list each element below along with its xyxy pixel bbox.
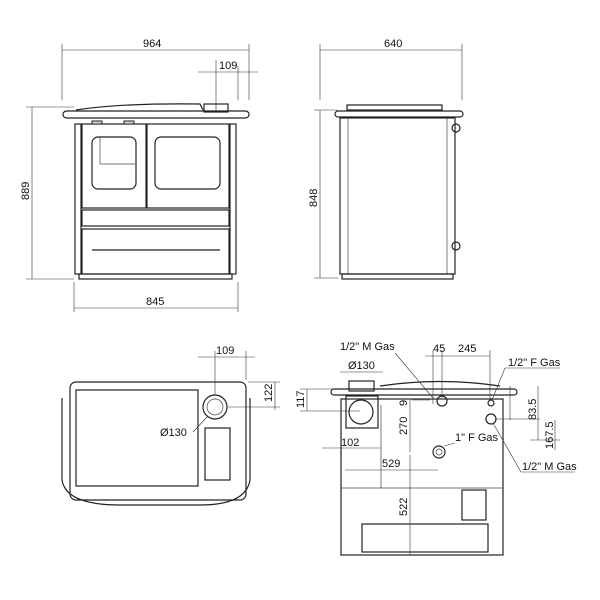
side-view: 640 848 [308, 38, 464, 280]
dim-270: 270 [398, 417, 410, 435]
dim-height-total: 889 [20, 182, 32, 200]
dim-9: 9 [398, 400, 410, 406]
front-view: 964 109 889 845 [20, 38, 258, 312]
dim-117: 117 [295, 390, 307, 408]
dim-45: 45 [433, 343, 445, 355]
dim-167-5: 167.5 [544, 421, 556, 449]
rear-view: 1/2" M Gas 45 245 1/2" F Gas Ø130 117 9 … [295, 341, 577, 556]
dim-245: 245 [458, 343, 476, 355]
dim-depth: 640 [384, 38, 402, 50]
label-gas-f-right: 1/2" F Gas [508, 357, 561, 369]
dim-529: 529 [382, 458, 400, 470]
dim-flue-diameter: Ø130 [160, 427, 187, 439]
dim-body-width: 845 [146, 296, 164, 308]
label-gas-m-top: 1/2" M Gas [340, 341, 395, 353]
dim-flue-offset: 109 [219, 60, 237, 72]
label-gas-f-1in: 1" F Gas [455, 432, 499, 444]
dim-rear-flue-diameter: Ø130 [348, 360, 375, 372]
dim-width-total: 964 [143, 38, 161, 50]
label-gas-m-right: 1/2" M Gas [522, 461, 577, 473]
dim-top-flue-offset: 109 [216, 345, 234, 357]
top-view: 109 122 Ø130 [61, 345, 280, 506]
dim-522: 522 [398, 498, 410, 516]
dim-83-5: 83.5 [527, 399, 539, 420]
dim-height: 848 [308, 189, 320, 207]
dim-flue-depth: 122 [263, 384, 275, 402]
dim-102: 102 [341, 437, 359, 449]
